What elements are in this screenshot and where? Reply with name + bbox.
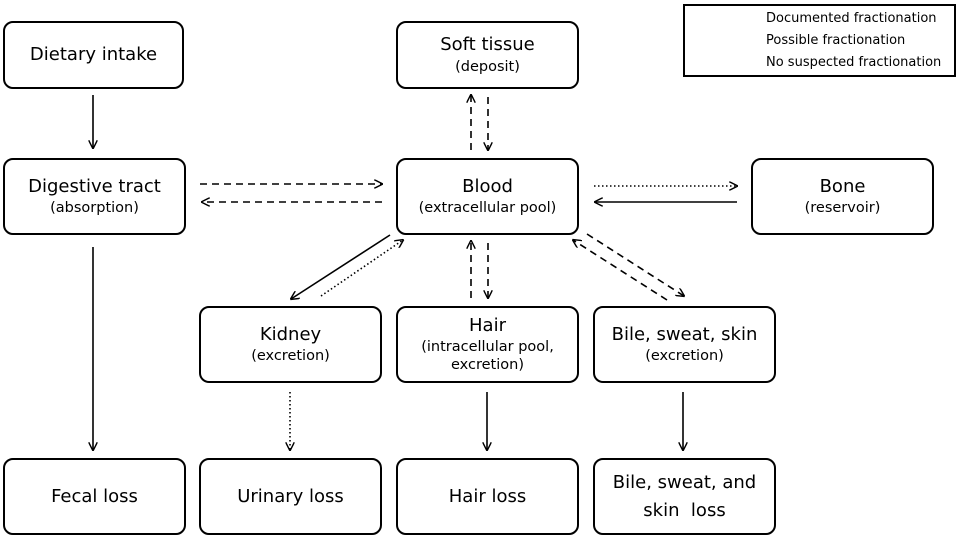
node-title: Fecal loss — [51, 485, 138, 507]
node-subtitle: (intracellular pool, excretion) — [421, 339, 554, 373]
node-title: Kidney — [259, 323, 322, 345]
node-title: Hair — [469, 314, 506, 336]
node-subtitle: (extracellular pool) — [418, 200, 557, 217]
node-subtitle: (excretion) — [645, 348, 724, 365]
arrow-kidney-to-blood — [320, 240, 403, 297]
legend: Documented fractionation Possible fracti… — [683, 4, 956, 77]
arrow-blood-to-kidney — [291, 234, 391, 299]
node-dietary-intake: Dietary intake — [3, 21, 184, 89]
node-digestive-tract: Digestive tract (absorption) — [3, 158, 186, 235]
node-subtitle: (deposit) — [455, 58, 520, 75]
node-soft-tissue: Soft tissue (deposit) — [396, 21, 579, 89]
node-title: Bile, sweat, skin — [611, 323, 758, 345]
node-title: Hair loss — [448, 485, 527, 507]
node-hair: Hair (intracellular pool, excretion) — [396, 306, 579, 383]
node-title: Urinary loss — [237, 485, 344, 507]
legend-documented-label: Documented fractionation — [766, 11, 937, 26]
node-subtitle: (absorption) — [50, 200, 139, 217]
legend-possible-label: Possible fractionation — [766, 33, 906, 48]
node-title: Bile, sweat, and skin loss — [612, 471, 762, 521]
legend-none-label: No suspected fractionation — [766, 55, 942, 70]
node-urinary-loss: Urinary loss — [199, 458, 382, 535]
arrow-bile-to-blood — [573, 240, 668, 301]
node-bile-sweat-skin-loss: Bile, sweat, and skin loss — [593, 458, 776, 535]
node-hair-loss: Hair loss — [396, 458, 579, 535]
node-title: Dietary intake — [29, 44, 158, 66]
node-title: Soft tissue — [440, 34, 535, 55]
node-bile-sweat-skin: Bile, sweat, skin (excretion) — [593, 306, 776, 383]
node-title: Bone — [819, 175, 866, 197]
arrow-blood-to-bile — [586, 233, 684, 296]
node-title: Blood — [462, 175, 513, 197]
node-bone: Bone (reservoir) — [751, 158, 934, 235]
node-subtitle: (excretion) — [251, 348, 330, 365]
node-title: Digestive tract — [28, 175, 161, 197]
node-kidney: Kidney (excretion) — [199, 306, 382, 383]
node-fecal-loss: Fecal loss — [3, 458, 186, 535]
node-blood: Blood (extracellular pool) — [396, 158, 579, 235]
node-subtitle: (reservoir) — [804, 200, 881, 217]
